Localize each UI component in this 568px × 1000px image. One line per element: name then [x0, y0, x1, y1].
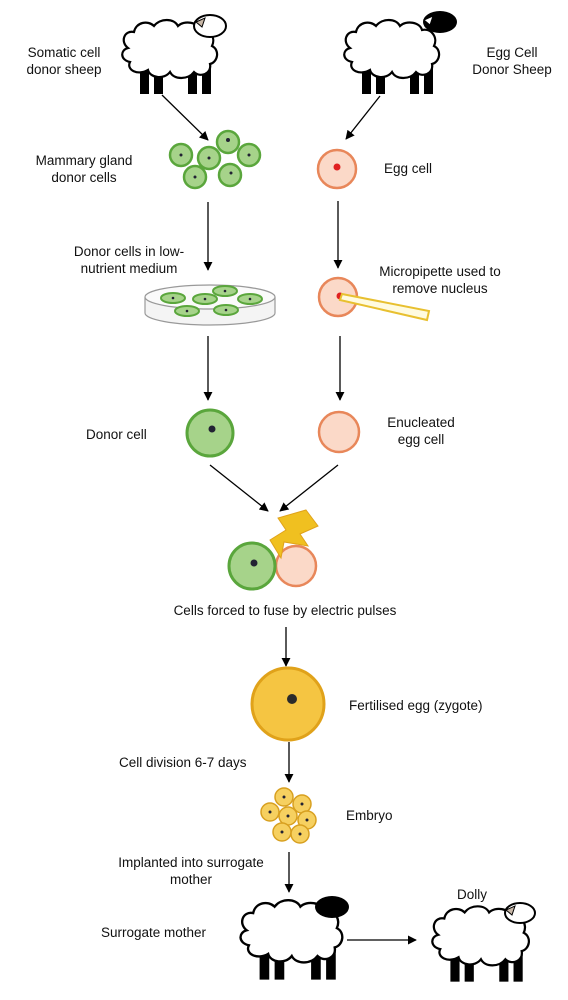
micropipette-label-line1: Micropipette used to [379, 264, 501, 279]
mammary-cells-label: Mammary gland donor cells [24, 152, 144, 186]
micropipette-label-line2: remove nucleus [392, 281, 488, 296]
somatic-donor-label-line1: Somatic cell [27, 45, 101, 60]
enucleated-egg-icon [317, 410, 361, 454]
arrow-donorcell-to-fuse [209, 464, 269, 512]
arrow-somatic-to-cells [161, 94, 209, 141]
lightning-bolt-icon [269, 509, 319, 560]
fuse-label: Cells forced to fuse by electric pulses [173, 603, 397, 618]
implanted-label-line2: mother [169, 872, 213, 887]
low-nutrient-label-line1: Donor cells in low- [73, 244, 185, 259]
donor-cell-icon [185, 408, 235, 458]
mammary-cells-cluster-icon [168, 129, 262, 190]
micropipette-label: Micropipette used to remove nucleus [368, 263, 512, 297]
dolly-label: Dolly [457, 887, 488, 902]
petri-dish-icon [144, 284, 276, 326]
egg-donor-sheep-icon [343, 11, 457, 96]
egg-cell-icon [316, 148, 358, 190]
somatic-donor-sheep-icon [121, 14, 227, 96]
arrow-eggdonor-to-egg [345, 95, 381, 140]
egg-donor-label-line1: Egg Cell [486, 45, 538, 60]
micropipette-egg-icon [317, 276, 431, 322]
low-nutrient-label-line2: nutrient medium [80, 261, 178, 276]
zygote-icon [250, 666, 326, 742]
somatic-donor-label-line2: donor sheep [26, 62, 102, 77]
low-nutrient-label: Donor cells in low- nutrient medium [54, 243, 204, 277]
enucleated-label-line2: egg cell [397, 432, 445, 447]
embryo-label: Embryo [346, 808, 393, 823]
egg-donor-label-line2: Donor Sheep [472, 62, 552, 77]
surrogate-label: Surrogate mother [101, 925, 207, 940]
dolly-sheep-icon [431, 902, 536, 983]
mammary-cells-label-line2: donor cells [51, 170, 117, 185]
egg-cell-label: Egg cell [384, 161, 433, 176]
mammary-cells-label-line1: Mammary gland [35, 153, 133, 168]
fusion-cells-icon [227, 541, 318, 591]
enucleated-label-line1: Enucleated [387, 415, 455, 430]
egg-donor-label: Egg Cell Donor Sheep [464, 44, 560, 78]
donor-cell-label: Donor cell [86, 427, 147, 442]
somatic-donor-label: Somatic cell donor sheep [12, 44, 116, 78]
enucleated-label: Enucleated egg cell [376, 414, 466, 448]
division-label: Cell division 6-7 days [119, 755, 247, 770]
implanted-label-line1: Implanted into surrogate [118, 855, 264, 870]
zygote-label: Fertilised egg (zygote) [349, 698, 483, 713]
surrogate-mother-sheep-icon [239, 896, 349, 981]
arrow-enucleated-to-fuse [279, 464, 339, 512]
implanted-label: Implanted into surrogate mother [106, 854, 276, 888]
